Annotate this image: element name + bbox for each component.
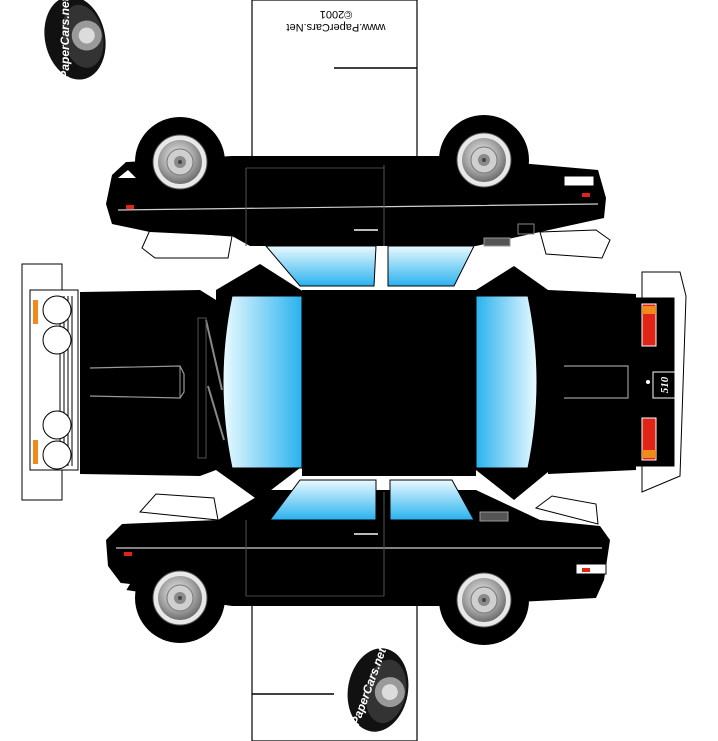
top-tab: www.PaperCars.Net ©2001 <box>251 0 418 159</box>
copyright-caption: ©2001 <box>320 8 353 20</box>
tire-logo-icon: PaperCars.net <box>36 0 114 86</box>
wheel-icon <box>134 552 226 644</box>
wheel-icon <box>438 554 530 646</box>
logo-text-top: PaperCars.net <box>58 0 72 79</box>
car-top-view: 510 <box>21 263 687 501</box>
site-caption: www.PaperCars.Net <box>286 21 386 33</box>
model-badge: 510 <box>659 376 671 393</box>
wheel-icon <box>438 114 530 206</box>
wheel-icon <box>134 116 226 208</box>
